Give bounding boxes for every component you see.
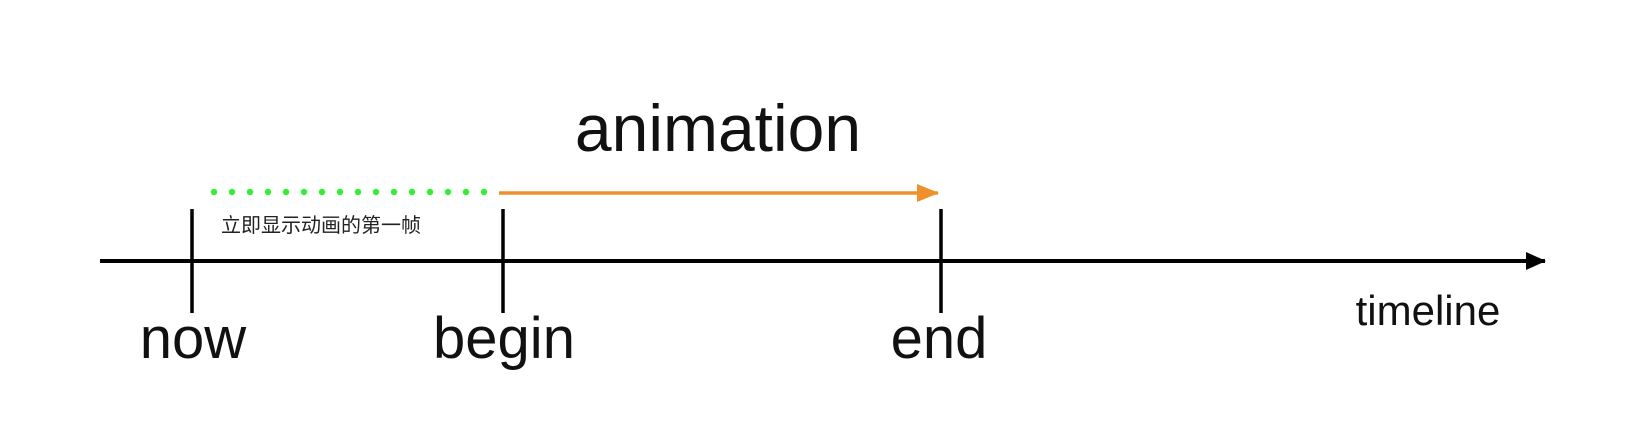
delay-dot <box>318 188 326 196</box>
timeline-label: timeline <box>1356 287 1501 334</box>
animation-label: animation <box>575 91 861 165</box>
delay-dot <box>426 188 434 196</box>
delay-dot <box>462 188 470 196</box>
delay-dot <box>408 188 416 196</box>
delay-note: 立即显示动画的第一帧 <box>221 213 421 237</box>
delay-dot <box>372 188 380 196</box>
end-label: end <box>891 306 988 371</box>
delay-dot <box>354 188 362 196</box>
delay-dot <box>228 188 236 196</box>
delay-dot <box>264 188 272 196</box>
now-label: now <box>140 306 248 371</box>
delay-dot <box>480 188 488 196</box>
delay-dot <box>444 188 452 196</box>
delay-dot <box>300 188 308 196</box>
delay-dot <box>210 188 218 196</box>
delay-dot <box>390 188 398 196</box>
delay-dot <box>246 188 254 196</box>
delay-dot <box>336 188 344 196</box>
delay-dotted-line <box>210 188 488 196</box>
delay-dot <box>282 188 290 196</box>
begin-label: begin <box>433 306 575 371</box>
